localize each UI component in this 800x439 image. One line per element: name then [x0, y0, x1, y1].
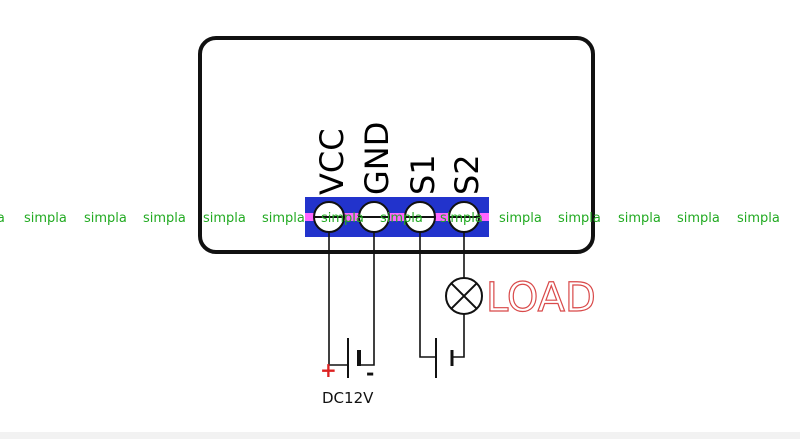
watermark-row: simpla simpla simpla simpla simpla simpl…: [0, 211, 780, 226]
terminal-screw-s2: [448, 201, 480, 233]
terminal-screw-gnd: [358, 201, 390, 233]
watermark-text: simpla: [84, 211, 127, 226]
watermark-text: simpla: [0, 211, 5, 226]
switch-icon: [435, 338, 454, 378]
module-housing: [198, 36, 595, 254]
pin-label-vcc: VCC: [313, 128, 351, 195]
wire-s2-bottom: [452, 314, 465, 358]
watermark-text: simpla: [558, 211, 601, 226]
watermark-text: simpla: [380, 211, 423, 226]
watermark-text: simpla: [321, 211, 364, 226]
terminal-screws: [313, 201, 480, 233]
watermark-text: simpla: [677, 211, 720, 226]
wire-vcc: [328, 217, 348, 366]
wire-s1: [419, 217, 436, 358]
pin-label-gnd: GND: [358, 122, 396, 195]
watermark-text: simpla: [24, 211, 67, 226]
battery-minus-sign: -: [366, 361, 374, 385]
battery-icon: [347, 338, 361, 378]
bottom-strip: [0, 432, 800, 439]
terminal-screw-s1: [404, 201, 436, 233]
power-label: DC12V: [322, 389, 374, 407]
load-label: LOAD: [486, 275, 596, 321]
watermark-text: simpla: [262, 211, 305, 226]
watermark-text: simpla: [499, 211, 542, 226]
watermark-text: simpla: [618, 211, 661, 226]
wires: [328, 217, 465, 366]
pin-label-s1: S1: [404, 154, 442, 195]
terminal-highlight-band: [305, 213, 489, 221]
lamp-icon: [445, 277, 483, 315]
battery-plus-sign: +: [320, 358, 337, 382]
watermark-text: simpla: [440, 211, 483, 226]
wire-gnd: [359, 217, 375, 366]
pin-label-s2: S2: [448, 154, 486, 195]
watermark-text: simpla: [203, 211, 246, 226]
watermark-text: simpla: [143, 211, 186, 226]
watermark-text: simpla: [737, 211, 780, 226]
terminal-screw-vcc: [313, 201, 345, 233]
